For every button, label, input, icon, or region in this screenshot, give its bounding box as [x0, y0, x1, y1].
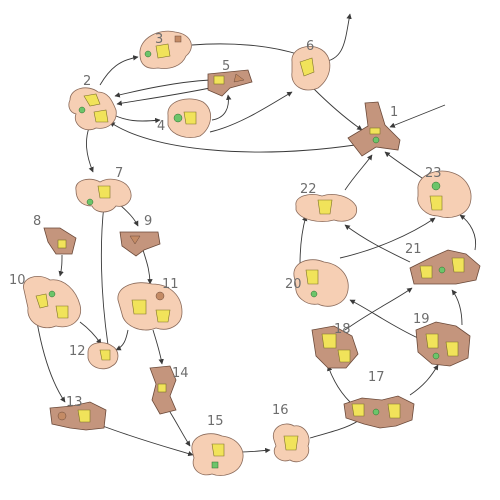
- node-label-2: 2: [83, 74, 91, 89]
- node-11: [117, 282, 183, 331]
- node-label-9: 9: [144, 214, 152, 229]
- node-label-18: 18: [334, 322, 351, 337]
- node-14: [149, 365, 177, 415]
- edge-5-2: [114, 79, 211, 98]
- node-label-16: 16: [272, 403, 289, 418]
- node-label-4: 4: [157, 119, 165, 134]
- edge-23-1: [384, 151, 426, 181]
- edge-10-12: [79, 321, 102, 345]
- edge-18-21: [344, 287, 413, 331]
- node-18: [311, 325, 359, 369]
- node-labels: 1 2 3 4 5 6 7 8 9 10 11 12 13 14 15 16 1…: [9, 32, 442, 429]
- node-label-1: 1: [390, 105, 398, 120]
- node-label-7: 7: [115, 166, 123, 181]
- node-20: [293, 259, 349, 307]
- edge-9-11: [142, 249, 153, 285]
- node-label-3: 3: [155, 32, 163, 47]
- edges: [36, 13, 477, 457]
- edge-3-6: [191, 43, 301, 57]
- edge-14-15: [169, 411, 191, 447]
- edge-17-18: [327, 365, 351, 403]
- node-label-20: 20: [285, 277, 302, 292]
- edge-1-entry: [389, 104, 446, 128]
- edge-6-1: [312, 87, 363, 131]
- node-label-13: 13: [66, 395, 83, 410]
- node-16: [272, 423, 310, 463]
- node-label-8: 8: [33, 214, 41, 229]
- nodes: [23, 30, 481, 476]
- edge-11-14: [152, 329, 164, 365]
- node-23: [417, 170, 472, 218]
- edge-15-16: [239, 447, 271, 454]
- node-15: [191, 433, 244, 476]
- node-12: [87, 342, 119, 370]
- node-label-6: 6: [306, 39, 314, 54]
- node-label-5: 5: [222, 59, 230, 74]
- edge-17-19: [409, 364, 439, 396]
- node-label-21: 21: [405, 242, 422, 257]
- node-2: [68, 87, 117, 131]
- node-5: [207, 69, 253, 97]
- node-7: [75, 178, 132, 213]
- node-19: [415, 321, 471, 367]
- node-label-17: 17: [368, 370, 385, 385]
- edge-2-7: [86, 124, 94, 173]
- edge-22-1: [344, 154, 373, 191]
- edge-4-5: [211, 94, 232, 121]
- node-label-23: 23: [425, 166, 442, 181]
- node-label-14: 14: [172, 366, 189, 381]
- node-label-22: 22: [300, 182, 317, 197]
- node-label-19: 19: [413, 312, 430, 327]
- edge-13-15: [99, 424, 194, 457]
- node-4: [167, 98, 211, 138]
- edge-20-22: [299, 215, 308, 266]
- edge-8-10: [58, 254, 64, 277]
- edge-19-21: [451, 289, 463, 326]
- edge-19-20: [349, 299, 419, 339]
- edge-5-2b: [116, 87, 211, 106]
- node-label-12: 12: [69, 344, 86, 359]
- node-9: [119, 231, 161, 257]
- edge-21-22: [344, 224, 411, 263]
- node-1: [347, 101, 401, 157]
- edge-4-6: [209, 91, 293, 133]
- node-8: [43, 227, 77, 255]
- edge-2-3: [99, 55, 139, 86]
- edge-1-2: [109, 121, 356, 153]
- node-21: [409, 249, 481, 285]
- edge-20-23: [339, 217, 436, 259]
- node-6: [291, 46, 331, 91]
- edge-11-12: [115, 329, 129, 351]
- node-13: [49, 401, 107, 431]
- node-17: [343, 395, 415, 429]
- edge-7-9: [119, 204, 139, 227]
- node-10: [23, 276, 82, 329]
- edge-12-7: [100, 204, 109, 346]
- node-label-15: 15: [207, 414, 224, 429]
- node-label-11: 11: [162, 277, 179, 292]
- edge-21-23: [459, 214, 477, 251]
- node-label-10: 10: [9, 273, 26, 288]
- node-3: [139, 30, 192, 69]
- edge-10-13: [36, 321, 66, 403]
- node-22: [295, 194, 358, 222]
